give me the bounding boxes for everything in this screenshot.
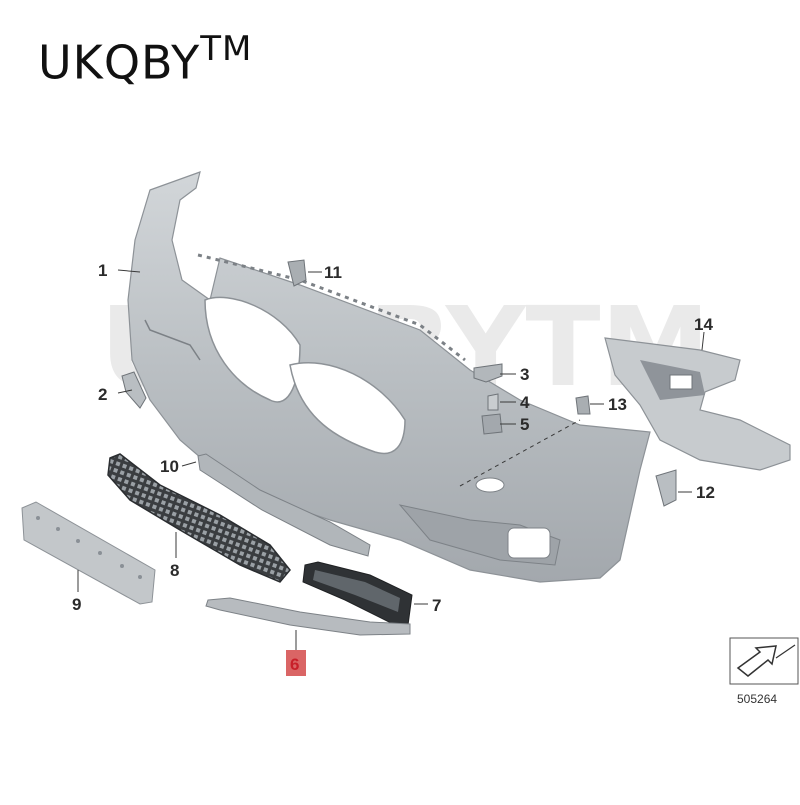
part-bumper-cover <box>127 171 651 583</box>
part-carrier-14 <box>604 337 791 471</box>
callout-6-highlight <box>286 650 306 676</box>
callout-5: 5 <box>520 415 529 434</box>
part-clip-2 <box>121 371 147 409</box>
part-plate-9-holes <box>36 516 142 579</box>
part-fastener-5 <box>481 413 503 435</box>
arrow-icon <box>736 645 777 677</box>
callout-13: 13 <box>608 395 627 414</box>
callout-1: 1 <box>98 261 107 280</box>
callout-7: 7 <box>432 596 441 615</box>
callout-2: 2 <box>98 385 107 404</box>
part-trim-strip-10 <box>197 453 371 557</box>
callout-14: 14 <box>694 315 713 334</box>
diagram-ref-number: 505264 <box>737 692 777 706</box>
callout-8: 8 <box>170 561 179 580</box>
brand-tm: TM <box>200 29 253 69</box>
part-mesh-grille-8 <box>107 453 291 583</box>
part-fastener-4 <box>487 393 499 411</box>
part-bracket-11 <box>287 259 307 287</box>
part-plate-9 <box>21 501 156 605</box>
part-fastener-3 <box>473 363 503 383</box>
callout-10: 10 <box>160 457 179 476</box>
part-clip-13 <box>575 395 591 415</box>
callout-12: 12 <box>696 483 715 502</box>
callout-11: 11 <box>324 263 342 282</box>
part-lower-trim-6 <box>205 597 411 636</box>
brand-name: UKQBY <box>38 35 201 90</box>
leader-lines <box>77 269 705 650</box>
part-bracket-12 <box>655 469 677 507</box>
diagram-reference-box <box>729 637 799 685</box>
callout-3: 3 <box>520 365 529 384</box>
callout-4: 4 <box>520 393 530 412</box>
callout-9: 9 <box>72 595 81 614</box>
brand-logo: UKQBYTM <box>38 32 252 85</box>
callout-6: 6 <box>290 655 299 674</box>
